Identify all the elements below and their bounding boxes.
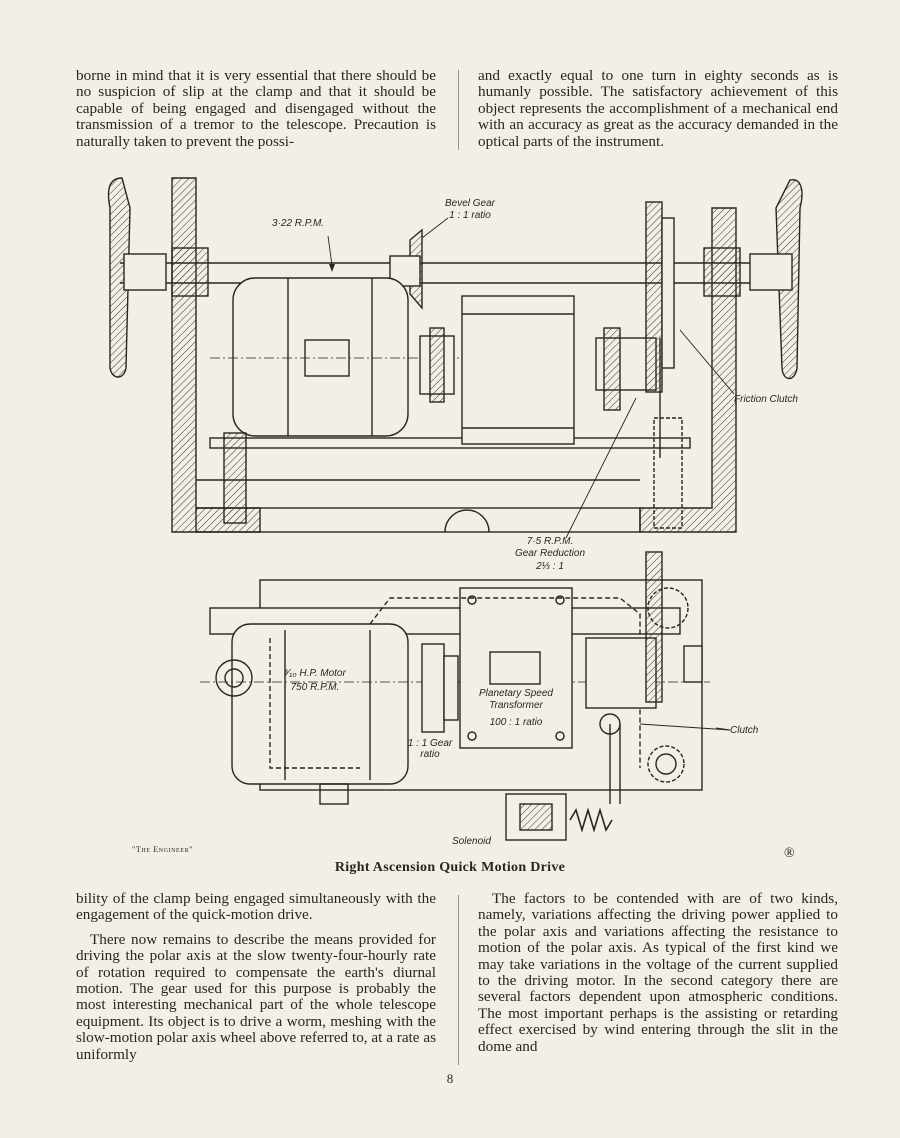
body-paragraph: The factors to be contended with are of … (478, 890, 838, 1055)
motor-rpm-label: 750 R.P.M. (291, 682, 340, 693)
solenoid-label: Solenoid (452, 836, 491, 847)
figure-credit: "The Engineer" (132, 845, 194, 854)
body-paragraph: There now remains to describe the means … (76, 930, 436, 1063)
top-left-column: borne in mind that it is very essential … (76, 67, 436, 150)
reduction-ratio-label: 2⅓ : 1 (535, 561, 564, 572)
planetary-ratio-label: 100 : 1 ratio (490, 717, 543, 728)
body-paragraph: and exactly equal to one turn in eighty … (478, 67, 838, 150)
column-divider (458, 70, 459, 150)
base-plate (195, 507, 641, 533)
figure-caption: Right Ascension Quick Motion Drive (334, 860, 566, 875)
bevel-gear-ratio-label: 1 : 1 ratio (449, 210, 491, 221)
body-paragraph: bility of the clamp being engaged simult… (76, 890, 436, 924)
bottom-left-column: bility of the clamp being engaged simult… (76, 890, 436, 1063)
bottom-right-column: The factors to be contended with are of … (478, 890, 838, 1055)
gear-ratio-label-2: ratio (420, 749, 440, 760)
body-paragraph: borne in mind that it is very essential … (76, 67, 436, 150)
solenoid-spring (569, 807, 613, 833)
gear-reduction-label: Gear Reduction (515, 548, 585, 559)
plan-planetary (459, 587, 573, 749)
left-handwheel (107, 177, 131, 378)
motor-body (232, 277, 409, 437)
clutch-label: Clutch (730, 725, 759, 736)
friction-clutch-label: Friction Clutch (734, 394, 798, 405)
bevel-gear-label: Bevel Gear (445, 198, 496, 209)
planetary-body (461, 295, 575, 445)
planetary-label-1: Planetary Speed (479, 688, 553, 699)
shaft-rpm-label: 3·22 R.P.M. (272, 218, 324, 229)
top-right-column: and exactly equal to one turn in eighty … (478, 67, 838, 150)
motor-hp-label: ³⁄₁₀ H.P. Motor (284, 668, 346, 679)
registered-mark: ® (784, 846, 795, 861)
plan-motor (231, 623, 409, 785)
column-divider (458, 895, 459, 1065)
planetary-label-2: Transformer (489, 700, 543, 711)
reduction-rpm-label: 7·5 R.P.M. (527, 536, 574, 547)
gear-ratio-label: 1 : 1 Gear (408, 738, 453, 749)
page-number: 8 (446, 1071, 454, 1086)
quick-motion-drive-drawing: 3·22 R.P.M. Bevel Gear 1 : 1 ratio Frict… (107, 177, 803, 847)
